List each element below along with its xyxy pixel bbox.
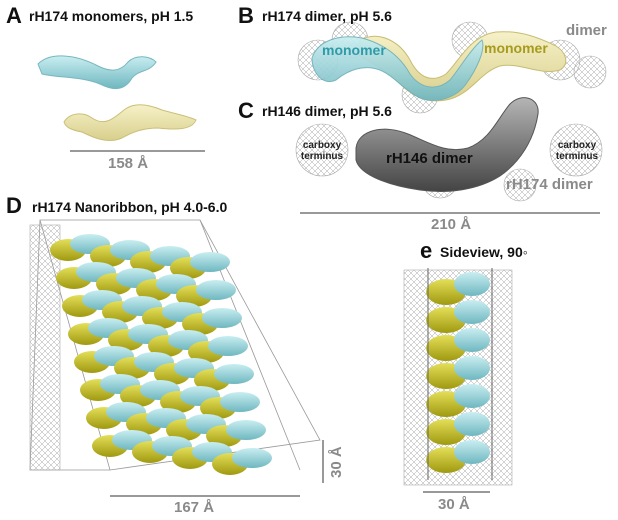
panel-c-title: rH146 dimer, pH 5.6: [262, 103, 392, 119]
sideview-cyan-segment: [454, 328, 490, 352]
sideview-cyan-segment: [454, 272, 490, 296]
panel-b-label-monomer-left: monomer: [322, 42, 386, 58]
panel-c-carboxy-left-line1: carboxy: [302, 140, 342, 151]
panel-a-monomer-cyan: [37, 55, 157, 89]
panel-e-title: Sideview, 90◦: [440, 244, 528, 260]
ribbon-cyan-segment: [202, 308, 242, 328]
panel-d-scale-label-vertical: 30 Å: [328, 446, 345, 478]
panel-e-scale-label: 30 Å: [438, 496, 470, 513]
panel-c-label-ghost: rH174 dimer: [506, 176, 593, 193]
panel-e-ribbon-stack: [426, 272, 490, 473]
panel-c-dimer-gray: [355, 97, 539, 192]
sideview-cyan-segment: [454, 384, 490, 408]
panel-d-title: rH174 Nanoribbon, pH 4.0-6.0: [32, 199, 228, 215]
panel-c-carboxy-left: carboxy terminus: [296, 140, 348, 162]
panel-c-carboxy-left-line2: terminus: [300, 151, 344, 162]
panel-b-letter: B: [238, 3, 254, 28]
ribbon-cyan-segment: [196, 280, 236, 300]
panel-c-label-main: rH146 dimer: [386, 150, 473, 167]
panel-c-carboxy-right-line2: terminus: [555, 151, 599, 162]
ribbon-cyan-segment: [226, 420, 266, 440]
panel-b-title: rH174 dimer, pH 5.6: [262, 8, 392, 24]
panel-a-scale-label: 158 Å: [108, 155, 149, 172]
panel-c-scale-label: 210 Å: [431, 216, 472, 233]
sideview-cyan-segment: [454, 412, 490, 436]
panel-a-letter: A: [6, 3, 22, 28]
panel-c-carboxy-right: carboxy terminus: [550, 140, 604, 162]
sideview-cyan-segment: [454, 300, 490, 324]
panel-b-label-dimer: dimer: [566, 22, 607, 39]
ribbon-cyan-segment: [190, 252, 230, 272]
panel-b-label-monomer-right: monomer: [484, 40, 548, 56]
panel-d-scale-label-horizontal: 167 Å: [174, 499, 215, 516]
panel-c-letter: C: [238, 98, 254, 123]
panel-a-title: rH174 monomers, pH 1.5: [29, 8, 194, 24]
panel-e-letter: e: [420, 238, 433, 263]
ribbon-cyan-segment: [214, 364, 254, 384]
ribbon-cyan-segment: [208, 336, 248, 356]
panel-d-letter: D: [6, 193, 22, 218]
panel-b-dimer-cyan: [311, 36, 484, 101]
ribbon-cyan-segment: [232, 448, 272, 468]
panel-d-ribbon-stack: [50, 234, 272, 475]
panel-c-carboxy-right-line1: carboxy: [557, 140, 597, 151]
sideview-cyan-segment: [454, 440, 490, 464]
ribbon-cyan-segment: [220, 392, 260, 412]
panel-a-monomer-yellow: [63, 104, 197, 141]
panel-d-mesh-column: [29, 224, 61, 471]
sideview-cyan-segment: [454, 356, 490, 380]
